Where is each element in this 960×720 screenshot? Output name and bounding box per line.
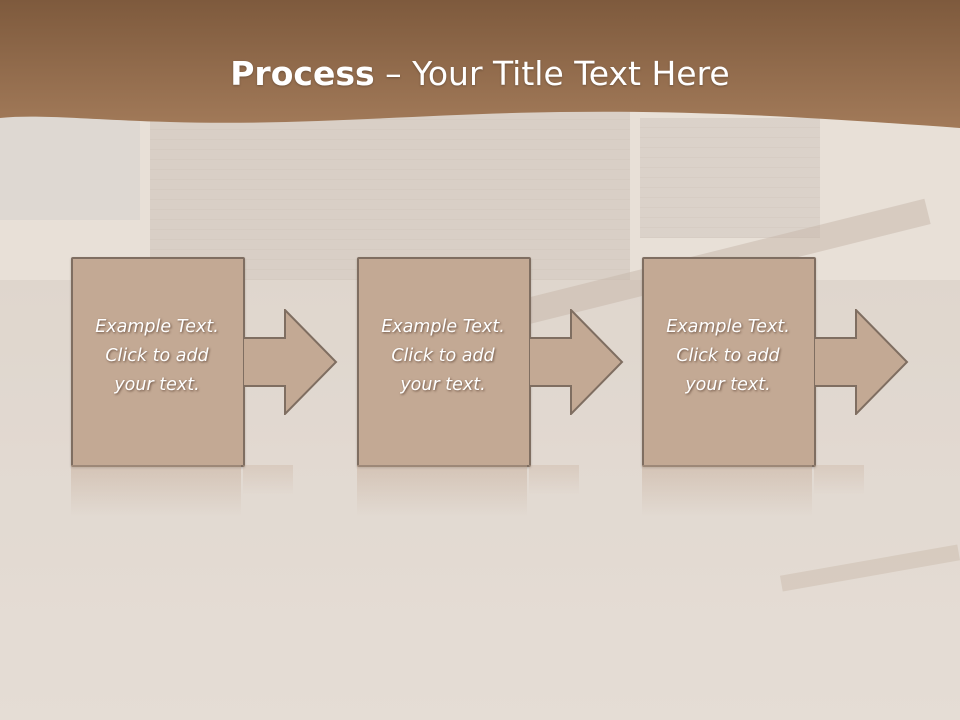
- arrow-reflection: [243, 465, 293, 495]
- process-step-1: Example Text. Click to add your text.: [71, 257, 338, 517]
- step-text[interactable]: Example Text. Click to add your text.: [666, 317, 790, 395]
- title-banner: Process – Your Title Text Here: [0, 0, 960, 135]
- slide-title[interactable]: Process – Your Title Text Here: [0, 54, 960, 93]
- building-wall: [0, 110, 140, 220]
- right-arrow-icon: [529, 309, 624, 415]
- step-reflection: [642, 465, 812, 517]
- step-reflection: [71, 465, 241, 517]
- title-bold: Process: [230, 54, 375, 93]
- title-rest: – Your Title Text Here: [374, 54, 730, 93]
- process-step-3: Example Text. Click to add your text.: [642, 257, 909, 517]
- title-banner-shape: [0, 0, 960, 128]
- step-text[interactable]: Example Text. Click to add your text.: [95, 317, 219, 395]
- step-text[interactable]: Example Text. Click to add your text.: [381, 317, 505, 395]
- brick-wall-right: [640, 118, 820, 238]
- step-reflection: [357, 465, 527, 517]
- process-step-2: Example Text. Click to add your text.: [357, 257, 624, 517]
- arrow-reflection: [814, 465, 864, 495]
- right-arrow-icon: [814, 309, 909, 415]
- arrow-reflection: [529, 465, 579, 495]
- right-arrow-icon: [243, 309, 338, 415]
